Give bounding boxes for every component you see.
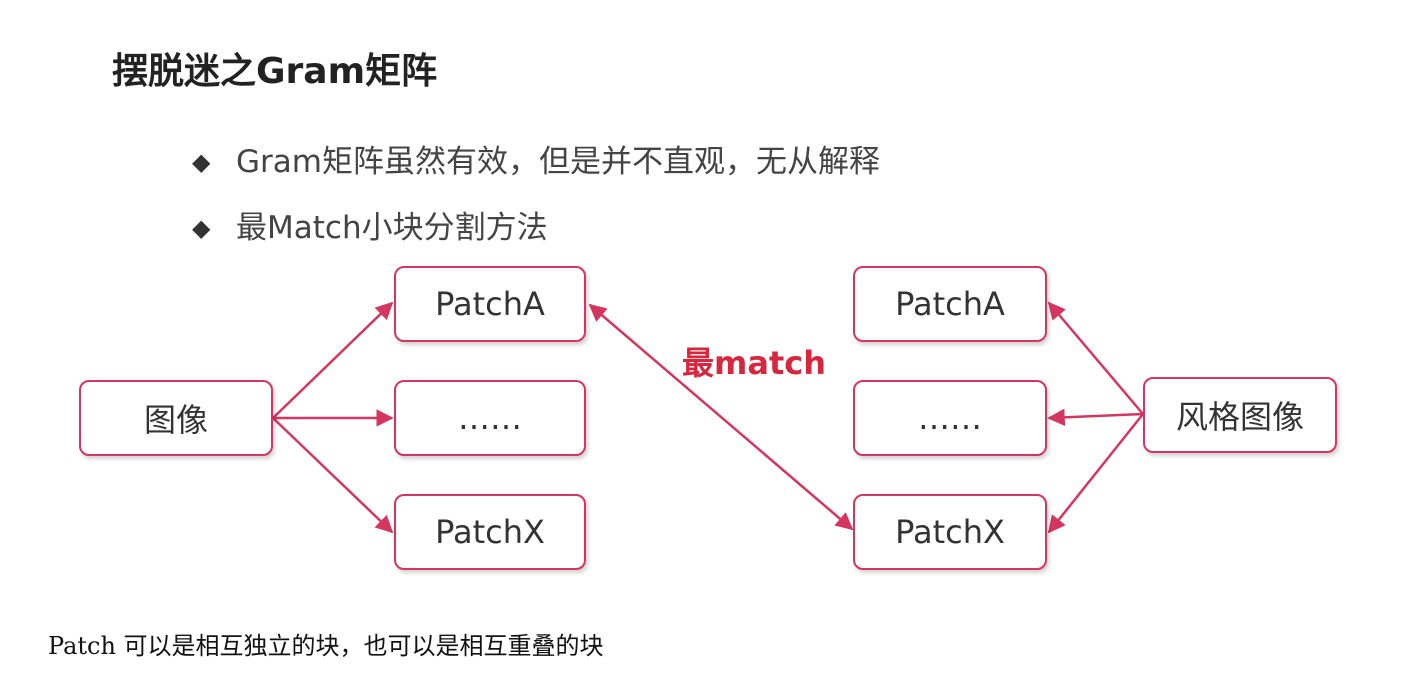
arrow-style-to-patch-a xyxy=(1047,301,1144,415)
patch-label: PatchX xyxy=(895,513,1005,551)
slide-title: 摆脱迷之Gram矩阵 xyxy=(112,51,438,92)
caption: Patch 可以是相互独立的块，也可以是相互重叠的块 xyxy=(48,632,604,660)
diamond-icon: ◆ xyxy=(192,148,211,176)
patch-label: …… xyxy=(458,399,522,437)
right-patch-x-box: PatchX xyxy=(853,494,1047,570)
patch-label: PatchA xyxy=(895,285,1005,323)
arrow-image-to-patch-x xyxy=(272,417,394,534)
bullet-item: ◆ Gram矩阵虽然有效，但是并不直观，无从解释 xyxy=(192,140,880,184)
diamond-icon: ◆ xyxy=(192,214,211,242)
bullet-item: ◆ 最Match小块分割方法 xyxy=(192,206,548,250)
patch-label: …… xyxy=(918,399,982,437)
arrow-match-double xyxy=(588,303,854,531)
arrow-style-to-patch-x xyxy=(1047,413,1144,534)
left-patch-x-box: PatchX xyxy=(394,494,586,570)
image-source-label: 图像 xyxy=(143,401,208,439)
right-ellipsis-box: …… xyxy=(853,380,1047,456)
patch-label: PatchX xyxy=(435,513,545,551)
image-source-box: 图像 xyxy=(79,380,273,456)
style-image-label: 风格图像 xyxy=(1175,398,1304,436)
left-ellipsis-box: …… xyxy=(394,380,586,456)
patch-label: PatchA xyxy=(435,285,545,323)
match-label: 最match xyxy=(682,344,826,382)
right-patch-a-box: PatchA xyxy=(853,266,1047,342)
style-image-box: 风格图像 xyxy=(1143,377,1337,453)
arrow-style-to-ellipsis xyxy=(1047,408,1144,427)
bullet-text: 最Match小块分割方法 xyxy=(236,210,548,246)
arrow-image-to-patch-a xyxy=(272,301,394,419)
bullet-text: Gram矩阵虽然有效，但是并不直观，无从解释 xyxy=(236,144,880,180)
left-patch-a-box: PatchA xyxy=(394,266,586,342)
